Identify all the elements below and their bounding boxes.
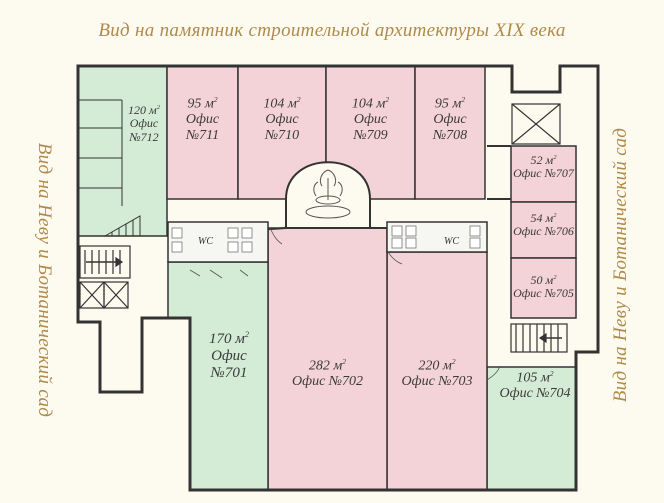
office-label-703: 220 м2 Офис №703: [401, 357, 473, 390]
office-label-710: 104 м2 Офис №710: [263, 95, 301, 143]
stair-steps-712: [78, 99, 141, 237]
office-area: 120: [128, 103, 147, 117]
office-label-707: 52 м2 Офис №707: [513, 153, 574, 181]
office-label-701: 170 м2 Офис №701: [209, 330, 249, 381]
office-label-709: 104 м2 Офис №709: [351, 95, 390, 143]
caption-top: Вид на памятник строительной архитектуры…: [98, 20, 566, 41]
room-707[interactable]: [510, 145, 577, 203]
office-label-711: 95 м2 Офис №711: [185, 95, 220, 143]
office-label-708: 95 м2 Офис №708: [432, 95, 468, 143]
stairwell-right: [510, 323, 568, 353]
office-label-712: 120 м2 Офис №712: [122, 103, 166, 144]
wc-block-left: [167, 221, 269, 263]
door-swings: [189, 227, 501, 381]
wc-block-right: [386, 221, 488, 253]
office-number: №712: [129, 129, 159, 144]
elevator-right: [511, 103, 561, 145]
fountain-icon: [305, 169, 351, 219]
stairwell-left: [79, 245, 131, 309]
outer-wall: [76, 64, 600, 492]
office-label-705: 50 м2 Офис №705: [513, 273, 574, 301]
wc-label-right: WC: [444, 236, 459, 247]
room-711[interactable]: [166, 65, 239, 200]
room-705[interactable]: [510, 257, 577, 319]
office-label-704: 105 м2 Офис №704: [499, 369, 571, 402]
room-706[interactable]: [510, 201, 577, 259]
office-label-706: 54 м2 Офис №706: [513, 211, 574, 239]
office-label-702: 282 м2 Офис №702: [292, 357, 363, 390]
office-name: Офис: [129, 116, 159, 131]
wc-label-left: WC: [198, 236, 213, 247]
